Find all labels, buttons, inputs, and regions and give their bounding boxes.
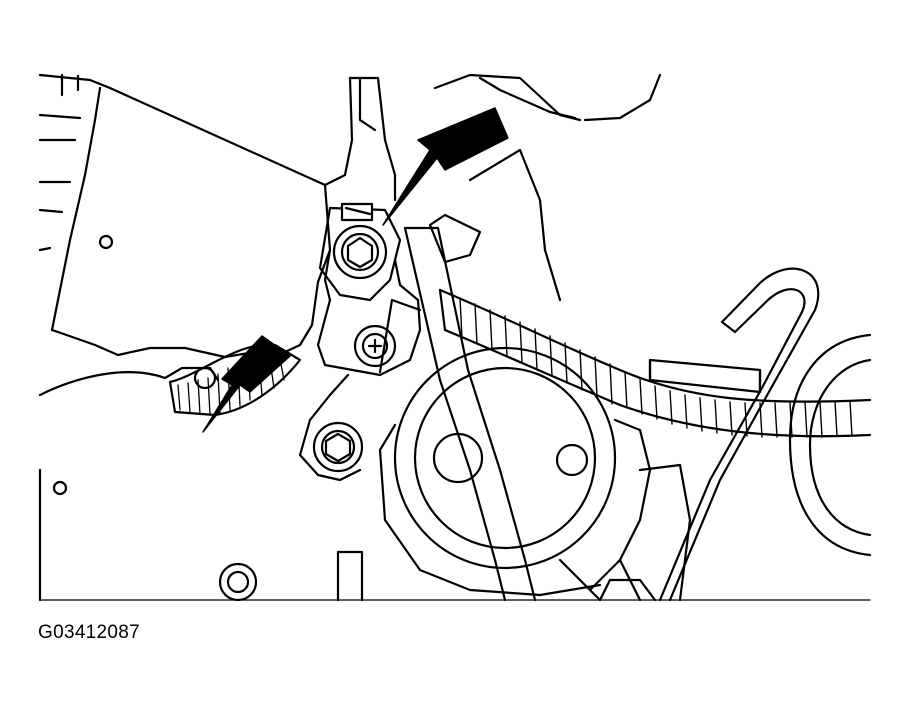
right-housing: [788, 333, 872, 557]
lower-bolt-icon: [312, 421, 364, 473]
bottom-parts: [39, 550, 871, 602]
round-boss: [378, 346, 692, 602]
upper-bolt-icon: [332, 202, 388, 280]
bolt-callout-arrow: [382, 107, 509, 226]
support-rod: [403, 226, 537, 602]
screw-icon: [353, 324, 397, 368]
wiring-harness: [428, 213, 872, 438]
left-housing-bracket: [38, 73, 332, 602]
figure-id-label: G03412087: [38, 622, 141, 643]
harness-callout-arrow: [202, 335, 291, 433]
mount-plate: [298, 76, 422, 482]
upper-right-bracket: [433, 73, 662, 302]
bent-hook-rod: [658, 267, 820, 602]
